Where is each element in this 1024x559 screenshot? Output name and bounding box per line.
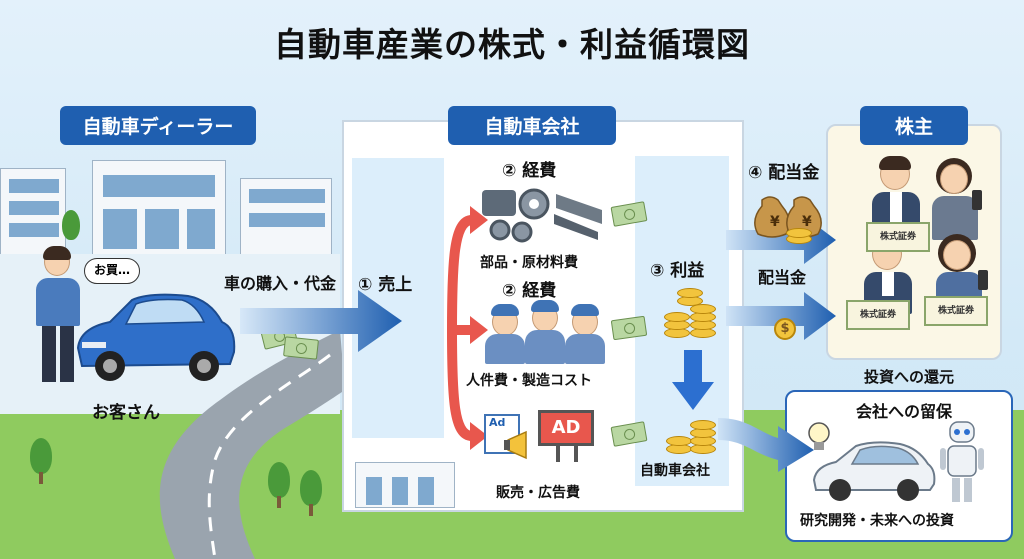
stock-certificate: 株式証券 [924,296,988,326]
expense-arrows [447,206,488,450]
investor-return-label: 投資への還元 [864,368,955,386]
expense-labor-title: ② 経費 [502,281,557,301]
megaphone-icon [504,430,527,460]
tree [300,470,322,506]
retention-arrow [718,418,814,472]
gear-icon [482,188,602,243]
electric-car-icon [812,441,936,501]
customer [34,246,84,388]
tree [268,462,290,498]
dividend-label: 配当金 [758,268,807,287]
dealer-building [92,160,226,255]
robot-icon [940,421,984,502]
expense-labor-label: 人件費・製造コスト [466,373,592,389]
expense-parts-label: 部品・原材料費 [480,255,578,271]
sales-label: ① 売上 [358,275,413,295]
tree [62,210,80,240]
yen-icon [786,226,814,244]
purchase-label: 車の購入・代金 [224,274,337,293]
svg-text:¥: ¥ [802,214,812,230]
side-building-right [240,178,332,256]
stock-certificate: 株式証券 [866,222,930,252]
factory-icon [355,462,455,508]
profit-label: ③ 利益 [650,261,705,281]
ad-card: Ad [484,414,520,454]
expense-sales-label: 販売・広告費 [496,485,580,501]
svg-text:¥: ¥ [770,214,780,230]
page-title: 自動車産業の株式・利益循環図 [274,25,750,64]
section-dealer-label: 自動車ディーラー [60,106,256,145]
shareholder-woman [926,158,982,240]
coin-stack-icon [662,410,722,458]
stock-certificate: 株式証券 [846,300,910,330]
tree [30,438,52,474]
worker-icon [485,300,608,364]
expense-parts-title: ② 経費 [502,161,557,181]
dollar-coin-icon: $ [774,318,796,340]
company-reserve-label: 自動車会社 [640,463,710,479]
road [159,330,345,559]
section-company-label: 自動車会社 [448,106,616,145]
car-icon [76,293,236,381]
money-bag-icon: ¥ ¥ [754,196,822,238]
lightbulb-icon [808,422,830,450]
dividend-title: ④ 配当金 [748,163,820,183]
side-building [0,168,66,256]
ad-sign: AD [538,410,594,446]
retention-title: 会社への留保 [856,402,953,421]
speech-bubble: お買… [84,258,140,284]
customer-label: お客さん [92,403,160,423]
down-arrow [672,350,714,410]
sales-arrow [240,290,402,352]
retention-detail-label: 研究開発・未来への投資 [800,513,954,529]
coin-stack-icon [660,284,720,344]
dividend-arrow-lower [726,292,836,340]
section-shareholders-label: 株主 [860,106,968,145]
